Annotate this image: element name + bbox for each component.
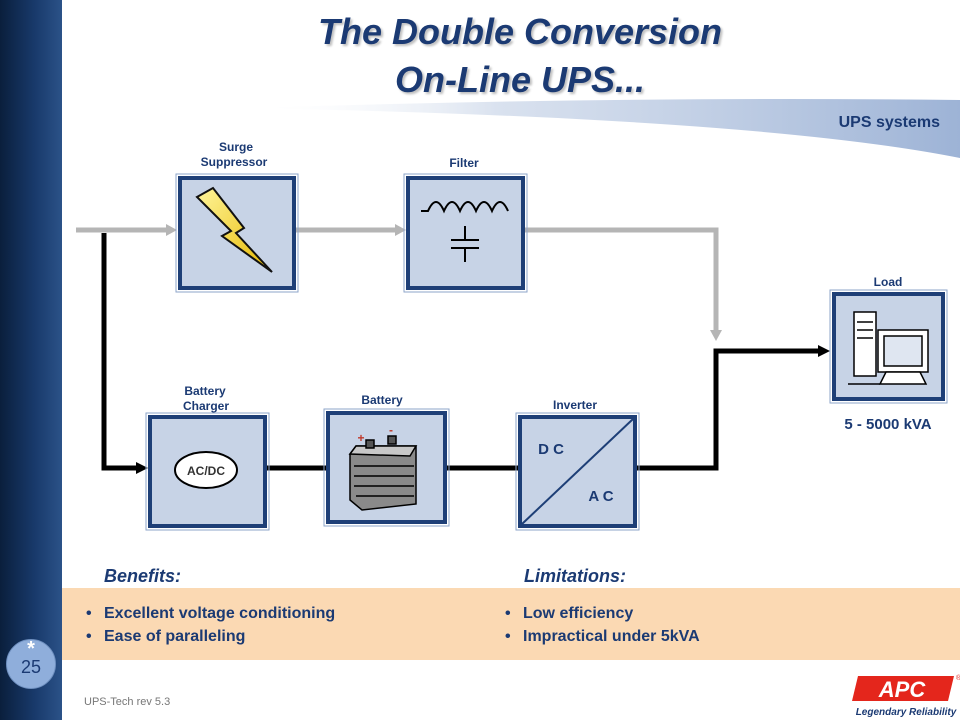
left-sidebar-bar [0, 0, 62, 720]
logo-mark: ® [956, 674, 960, 682]
charger-feed-line [101, 233, 138, 471]
battery-minus: - [389, 423, 393, 437]
surge-suppressor: Surge Suppressor [175, 140, 299, 293]
benefit-item: Ease of paralleling [86, 625, 335, 648]
acdc-text: AC/DC [187, 464, 225, 478]
filter-label: Filter [449, 156, 479, 170]
benefits-list: Excellent voltage conditioning Ease of p… [86, 602, 335, 648]
inverter-diagonal [521, 418, 634, 525]
charger-label-2: Charger [183, 399, 229, 413]
acdc-oval [174, 451, 238, 489]
inductor-coil-icon [421, 201, 509, 214]
benefits-heading: Benefits: [104, 566, 182, 586]
arrow-to-surge [166, 224, 177, 236]
filter-block: Filter [403, 156, 528, 293]
power-lines [76, 224, 830, 474]
page-mark: * [27, 638, 35, 660]
logo-text: APC [878, 677, 927, 702]
logo-tagline: Legendary Reliability [856, 707, 957, 718]
battery-label: Battery [361, 393, 403, 407]
rating-label: 5 - 5000 kVA [844, 416, 931, 433]
apc-logo: APC ® Legendary Reliability [852, 674, 960, 718]
surge-label-1: Surge [219, 140, 253, 154]
computer-icon [848, 311, 929, 385]
page-badge: * 25 [6, 638, 56, 689]
footer-text: UPS-Tech rev 5.3 [84, 696, 171, 708]
battery-icon [348, 435, 418, 511]
capacitor-icon [451, 226, 479, 262]
load-label: Load [874, 275, 903, 289]
arrow-to-charger [136, 462, 148, 474]
surge-label-2: Suppressor [201, 155, 268, 169]
limitation-item: Low efficiency [505, 602, 700, 625]
bypass-line [523, 227, 719, 332]
battery-charger: AC/DC Battery Charger [145, 384, 270, 531]
page-number: 25 [20, 657, 42, 677]
benefit-item: Excellent voltage conditioning [86, 602, 335, 625]
arrow-down-bypass [710, 330, 722, 341]
inverter-label: Inverter [553, 398, 597, 412]
limitations-heading: Limitations: [524, 566, 626, 586]
slide-title: The Double Conversion On-Line UPS... [200, 8, 840, 104]
inverter-to-load-line [637, 348, 820, 471]
arrow-to-filter [395, 224, 406, 236]
inverter-ac-text: A C [588, 488, 613, 505]
limitations-list: Low efficiency Impractical under 5kVA [505, 602, 700, 648]
title-line-2: On-Line UPS... [394, 59, 645, 100]
title-line-1: The Double Conversion [317, 11, 723, 52]
charger-label-1: Battery [184, 384, 226, 398]
battery-block: + - Battery [323, 393, 450, 527]
inverter-block: D C A C Inverter [515, 398, 640, 531]
section-label: UPS systems [838, 114, 940, 131]
inverter-dc-text: D C [538, 441, 564, 458]
load-block: Load [829, 275, 948, 404]
battery-plus: + [357, 431, 364, 445]
limitation-item: Impractical under 5kVA [505, 625, 700, 648]
arrow-to-load [818, 345, 830, 357]
lightning-bolt-icon [195, 186, 273, 273]
